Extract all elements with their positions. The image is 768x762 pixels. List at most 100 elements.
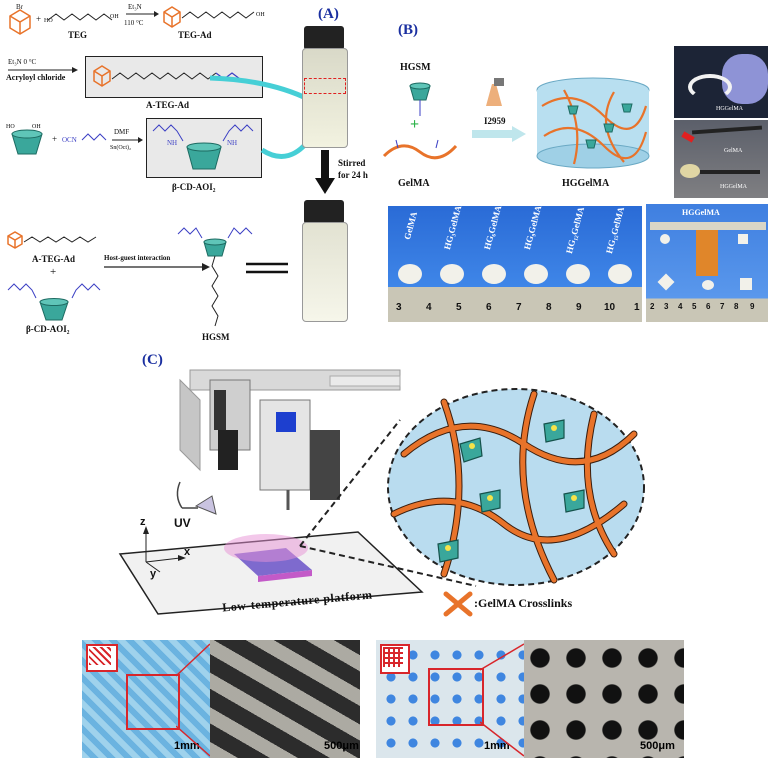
beta-cd-aoi2-label: β-CD-AOI₂ (172, 182, 216, 192)
axis-x-label: x (184, 546, 191, 558)
ruler2-num-1: 3 (664, 302, 669, 311)
b-arrow-i2959 (472, 126, 526, 142)
sample-label-3: HG₉GelMA (522, 206, 544, 251)
sample-label-2: HG₆GelMA (482, 206, 504, 251)
ruler-num-6: 9 (576, 302, 582, 313)
beta-cd-cup-1: HO OH (6, 124, 43, 155)
a-teg-ad-box (85, 56, 263, 98)
host-guest-arrow (104, 263, 210, 271)
panel-c-letter: (C) (142, 352, 163, 368)
zoom-connector-1 (176, 643, 211, 757)
ruler-num-5: 8 (546, 302, 552, 313)
b-i2959-label: I2959 (484, 116, 506, 126)
beta-cd-aoi2-box: NH NH (146, 118, 262, 178)
svg-text:HO: HO (6, 124, 15, 130)
vial-photo-2 (300, 200, 348, 322)
zoom-connector-2 (480, 643, 525, 757)
ruler2-num-6: 8 (734, 302, 739, 311)
shapes-photo: HGGelMA 2 3 4 5 6 7 8 9 (646, 204, 768, 322)
ruler-num-2: 5 (456, 302, 462, 313)
uv-label: UV (174, 516, 191, 530)
ruler2-num-7: 9 (750, 302, 755, 311)
samples-photo: GelMA HG₃GelMA HG₆GelMA HG₉GelMA HG₁₂Gel… (388, 206, 642, 322)
reagent2-bottom: Acryloyl chloride (6, 73, 66, 82)
svg-text:Br: Br (16, 3, 24, 11)
vial-photo-1 (300, 26, 348, 148)
teal-arrows (209, 75, 318, 159)
b-hgsm-label: HGSM (400, 62, 431, 73)
micrograph-grid-low: 1mm (376, 640, 524, 758)
sn-label: Sn(Oct)₂ (110, 145, 132, 151)
zoom-lines (299, 419, 477, 587)
teg-label: TEG (68, 30, 88, 40)
micrograph-diamond-low: 1mm (82, 640, 210, 758)
teg-ad-structure: OH (163, 6, 265, 28)
scale-bar-3: 1mm (484, 740, 510, 752)
micrograph-diamond-high: 500μm (210, 640, 360, 758)
b-gelma-label: GelMA (398, 178, 430, 189)
photo-gelma-compare: GelMA HGGelMA (674, 120, 768, 198)
crosslink-legend-icon (443, 591, 473, 617)
a-teg-ad-label: A-TEG-Ad (146, 100, 190, 110)
scale-bar-4: 500μm (640, 740, 675, 752)
micrograph-grid-high: 500μm (524, 640, 684, 758)
reaction-arrow-2 (8, 67, 78, 73)
ocn-label: OCN (62, 136, 77, 144)
host-guest-plus: + (50, 266, 57, 278)
reaction-arrow-1 (126, 11, 159, 17)
svg-text:OH: OH (32, 124, 41, 130)
reagent1-bottom: 110 °C (124, 19, 144, 27)
beta-cd-aoi2-structure-2 (7, 283, 101, 321)
host-guest-label: Host-guest interaction (104, 254, 171, 262)
beta-cd-aoi2-structure (152, 124, 254, 170)
ruler2-num-5: 7 (720, 302, 725, 311)
ruler-num-7: 10 (604, 302, 616, 313)
ruler-num-1: 4 (426, 302, 432, 313)
nh-label-1: NH (167, 139, 178, 147)
teg-ad-label: TEG-Ad (178, 30, 212, 40)
svg-text:HO: HO (44, 18, 53, 24)
bioprinter-illustration (179, 369, 401, 510)
stir-arrow (315, 150, 335, 194)
uv-lamp-small (486, 78, 504, 106)
ocn-chain (81, 133, 107, 141)
panel-b-letter: (B) (398, 22, 418, 38)
sample-label-1: HG₃GelMA (442, 206, 464, 251)
beta-cd-aoi2-label-2: β-CD-AOI₂ (26, 324, 70, 334)
adamantane-bromide-structure: Br (9, 3, 31, 35)
printing-platform (118, 526, 424, 615)
photo-mr-label2: HGGelMA (720, 184, 747, 190)
b-plus: + (410, 116, 420, 133)
ruler2-num-4: 6 (706, 302, 711, 311)
stirred-line2: for 24 h (338, 170, 368, 180)
axis-z-label: z (140, 516, 146, 528)
b-hggelma-label: HGGelMA (562, 178, 610, 189)
reagent1-top: Et₃N (128, 3, 142, 11)
beta-cd-plus: + (52, 134, 58, 144)
ruler-num-4: 7 (516, 302, 522, 313)
ruler2-num-0: 2 (650, 302, 655, 311)
scale-bar-1: 1mm (174, 740, 200, 752)
nh-label-2: NH (227, 139, 238, 147)
b-hgsm-icon (409, 82, 431, 116)
photo-tr-label: HGGelMA (716, 106, 743, 112)
axis-y-label: y (150, 568, 157, 580)
crosslink-network-zoom (387, 388, 645, 586)
ruler2-num-2: 4 (678, 302, 683, 311)
reagent2-top: Et₃N 0 °C (8, 58, 37, 66)
photo-mr-label1: GelMA (724, 148, 743, 154)
hgsm-structure (177, 227, 253, 327)
ruler2-num-3: 5 (692, 302, 697, 311)
ruler-num-8: 1 (634, 302, 640, 313)
sample-label-5: HG₁₅GelMA (604, 206, 627, 255)
ruler-num-3: 6 (486, 302, 492, 313)
shapes-title: HGGelMA (682, 208, 720, 217)
dmf-label: DMF (114, 128, 130, 136)
sample-label-0: GelMA (402, 210, 420, 241)
panel-a-letter: (A) (318, 6, 339, 22)
crosslinks-label: :GelMA Crosslinks (474, 596, 573, 610)
ruler-num-0: 3 (396, 302, 402, 313)
uv-lamp-icon (176, 481, 217, 515)
teg-plus: + (36, 14, 42, 24)
svg-text:OH: OH (110, 14, 119, 20)
